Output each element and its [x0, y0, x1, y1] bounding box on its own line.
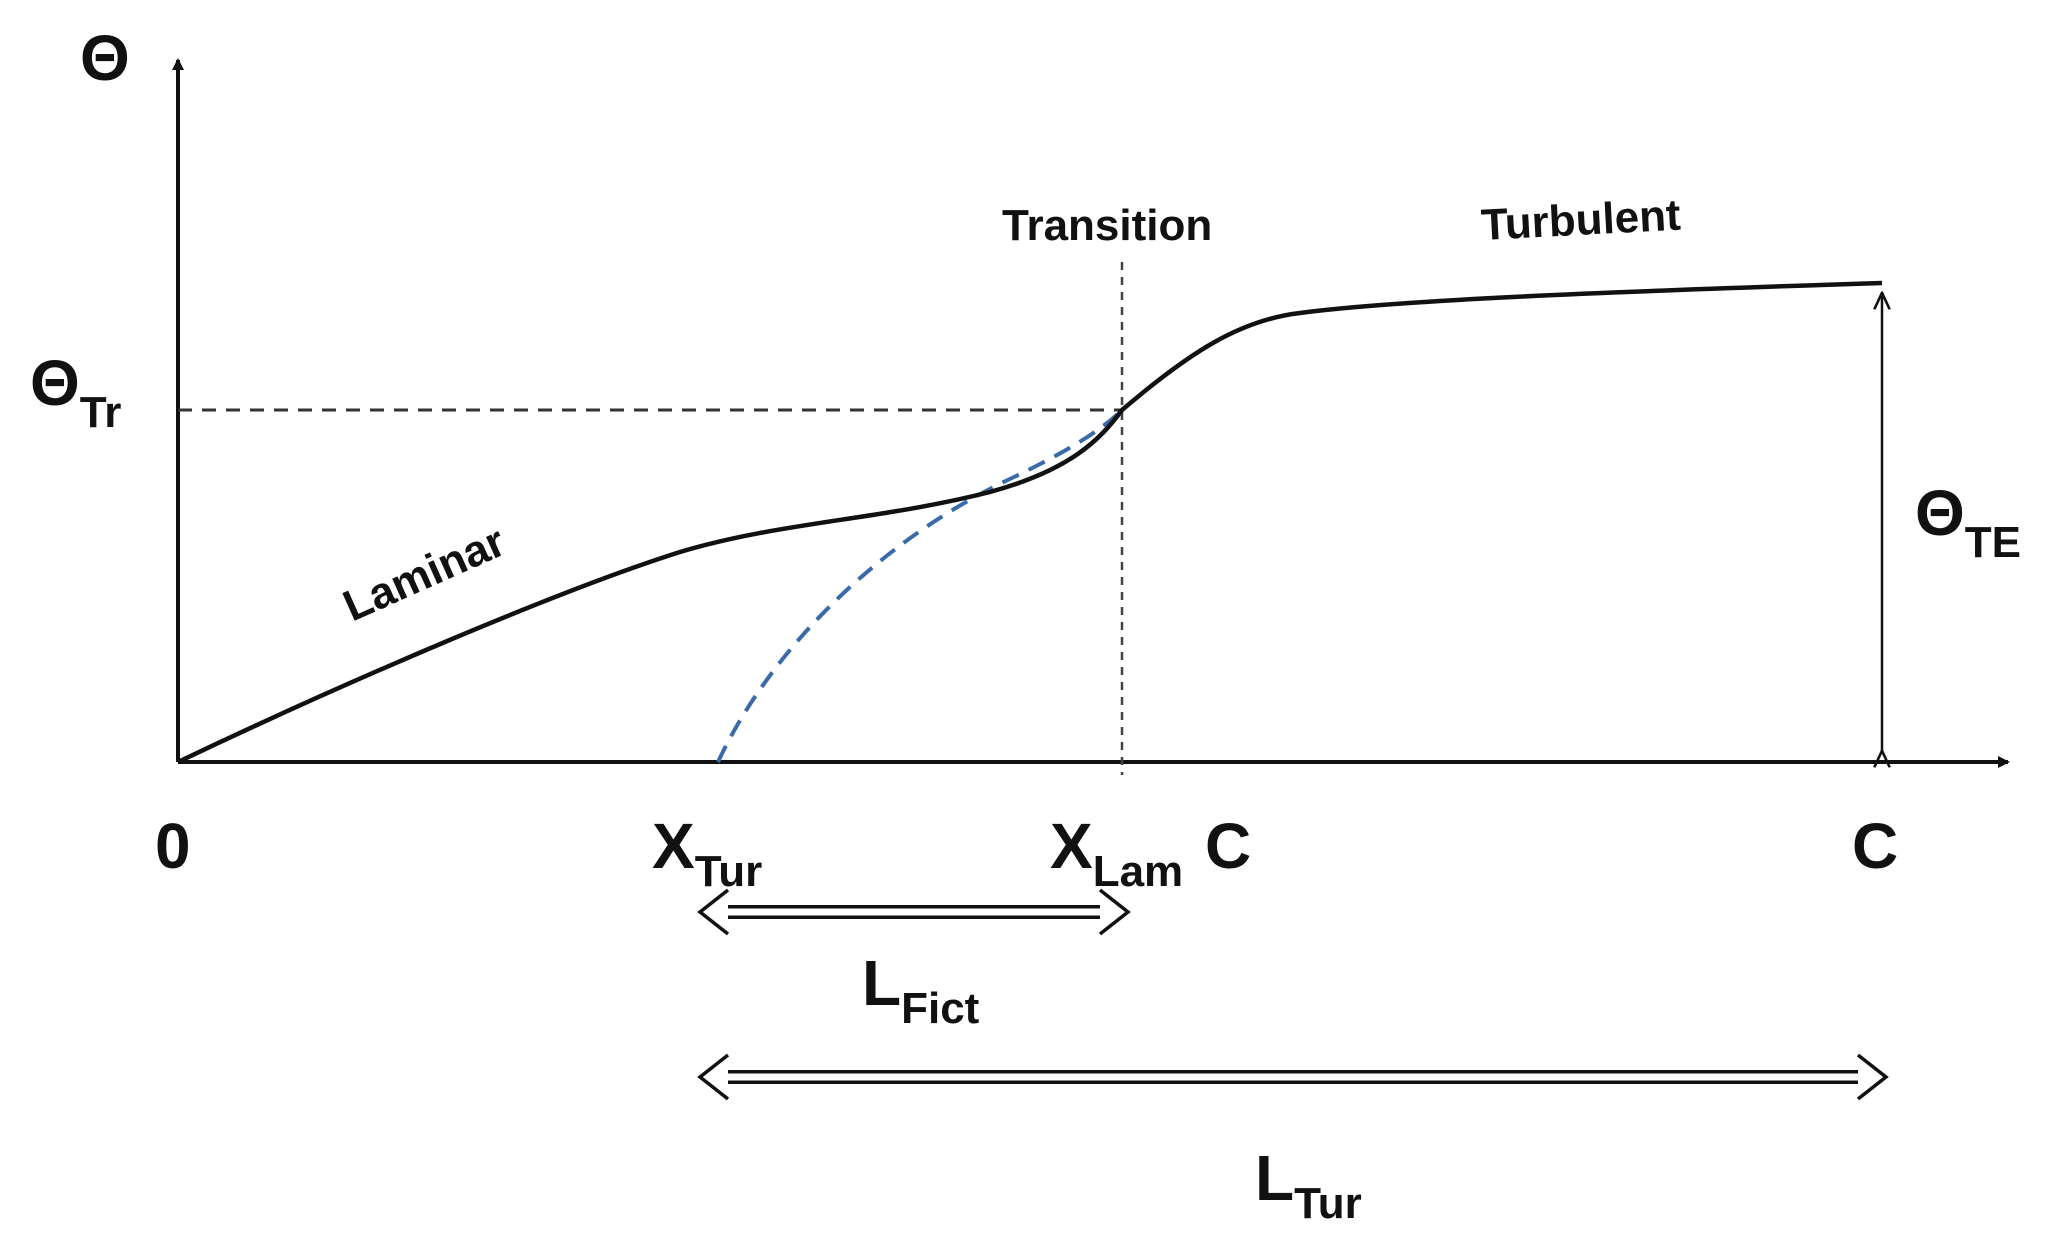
theta-tr-label: ΘTr	[30, 347, 121, 437]
l-fict-arrow	[697, 888, 1131, 936]
c-mid-label: C	[1205, 810, 1251, 882]
l-tur-arrow	[697, 1053, 1889, 1101]
momentum-thickness-curve	[177, 280, 1883, 765]
y-axis-label: Θ	[80, 22, 130, 94]
x-tur-label: XTur	[652, 810, 762, 896]
c-end-label: C	[1852, 810, 1898, 882]
transition-label: Transition	[1002, 201, 1212, 250]
x-lam-label: XLam	[1050, 810, 1183, 896]
turbulent-label: Turbulent	[1480, 191, 1682, 250]
fictitious-turbulent-curve	[716, 408, 1124, 763]
theta-te-label: ΘTE	[1915, 477, 2021, 567]
origin-label: 0	[155, 810, 191, 882]
l-tur-label: LTur	[1255, 1142, 1362, 1228]
laminar-label: Laminar	[336, 517, 512, 631]
l-fict-label: LFict	[862, 947, 980, 1033]
